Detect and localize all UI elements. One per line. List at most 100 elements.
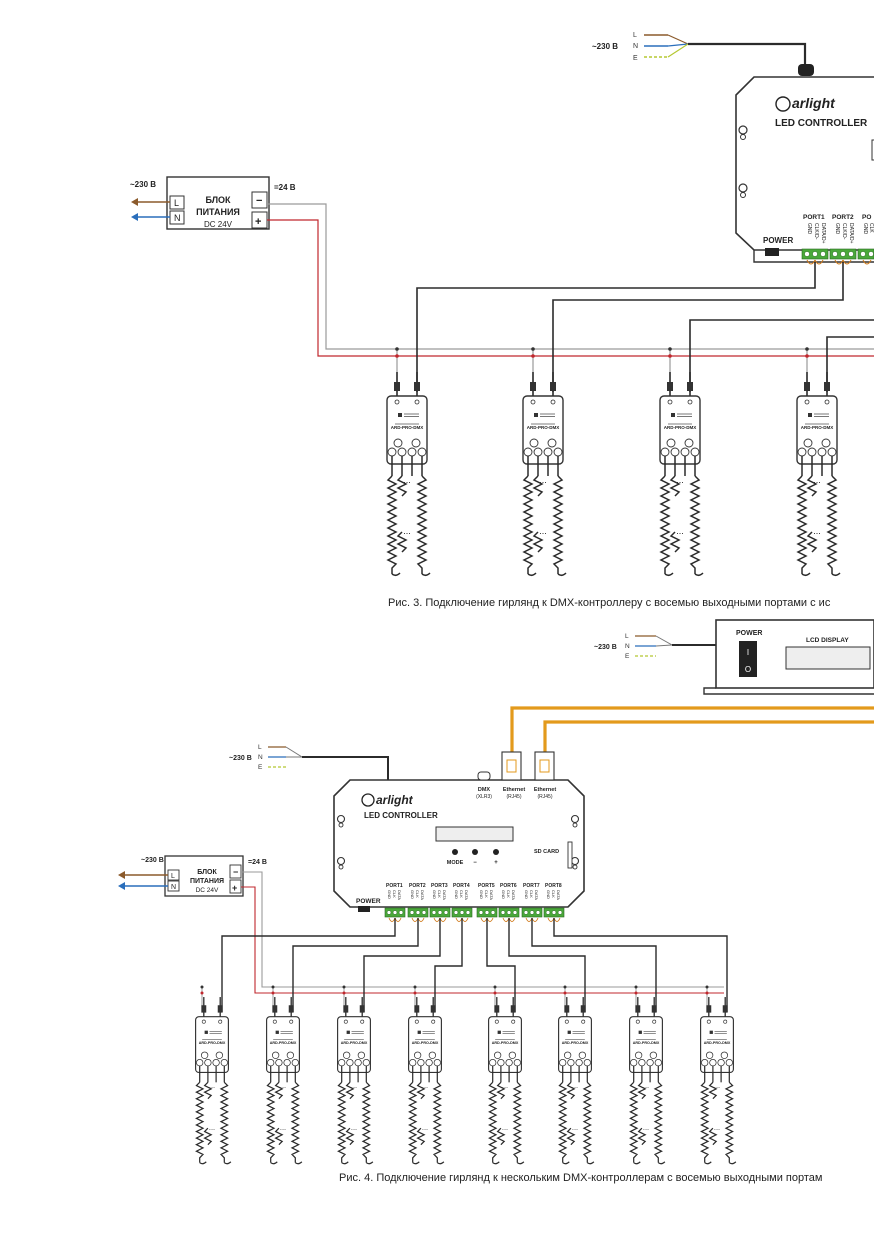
fig4-wire-l: L bbox=[258, 744, 262, 751]
fig4-keyhole-icon bbox=[570, 814, 580, 828]
fig4-ellipsis: ... bbox=[572, 1123, 578, 1132]
fig4-mode-button[interactable] bbox=[452, 849, 458, 855]
fig4-ellipsis: ... bbox=[351, 1123, 357, 1132]
fig3-terminal-block bbox=[857, 248, 874, 260]
fig4-data-lines bbox=[200, 918, 728, 1012]
fig3-port3-pin-gnd: GND bbox=[862, 223, 868, 235]
fig4-switch-on-mark: I bbox=[747, 648, 749, 657]
fig4-ellipsis: ... bbox=[502, 1081, 508, 1090]
fig4-port-pin-label: GND bbox=[387, 890, 392, 899]
fig3-psu-output-label: =24 В bbox=[274, 183, 296, 192]
fig4-keyhole-icon bbox=[336, 814, 346, 828]
fig4-lcd-display bbox=[785, 646, 871, 670]
fig4-ethernet-label-sub: (RJ45) bbox=[537, 794, 552, 800]
fig4-driver-label: ARD-PRO-DMX bbox=[199, 1041, 226, 1045]
fig4-ethernet-label: Ethernet bbox=[534, 787, 556, 793]
fig4-top-wire-n: N bbox=[625, 643, 630, 650]
fig3-driver-label: ARD-PRO-DMX bbox=[527, 425, 560, 430]
fig4-port-pin-label: GND bbox=[524, 890, 529, 899]
fig4-top-wire-e: E bbox=[625, 653, 630, 660]
fig4-brand-logo: arlight bbox=[376, 793, 414, 807]
fig4-port-pin-label: CLK bbox=[459, 890, 464, 898]
fig4-port-pin-label: DATA bbox=[489, 890, 494, 900]
fig4-power-label: POWER bbox=[356, 898, 381, 905]
fig4-ellipsis: ... bbox=[714, 1081, 720, 1090]
fig3-wire-e: E bbox=[633, 55, 638, 62]
fig4-minus-button[interactable] bbox=[472, 849, 478, 855]
fig4-mains-label: ~230 В bbox=[229, 755, 252, 762]
fig4-psu-minus: − bbox=[233, 867, 238, 877]
fig4-dmx-label-sub: (XLR3) bbox=[476, 794, 492, 800]
fig4-top-power-label: POWER bbox=[736, 630, 762, 637]
fig3-logo-icon bbox=[775, 96, 791, 112]
fig3-ellipsis: ... bbox=[403, 526, 411, 536]
fig3-port2-pin-data: DATA/D+ bbox=[848, 223, 854, 244]
fig3-driver-label: ARD-PRO-DMX bbox=[664, 425, 697, 430]
fig4-port-pin-label: GND bbox=[546, 890, 551, 899]
fig4-port-pin-label: GND bbox=[410, 890, 415, 899]
fig4-driver-label: ARD-PRO-DMX bbox=[704, 1041, 731, 1045]
fig3-port1-label: PORT1 bbox=[803, 214, 825, 221]
fig4-dmx-port[interactable] bbox=[477, 771, 491, 781]
fig4-port-pin-label: GND bbox=[479, 890, 484, 899]
fig4-sd-card-slot[interactable] bbox=[567, 841, 573, 869]
fig3-power-label: POWER bbox=[763, 236, 793, 245]
fig4-power-switch[interactable] bbox=[739, 641, 757, 677]
fig4-port-pin-label: GND bbox=[432, 890, 437, 899]
fig4-ellipsis: ... bbox=[714, 1123, 720, 1132]
fig4-driver-label: ARD-PRO-DMX bbox=[492, 1041, 519, 1045]
fig4-port-pin-label: GND bbox=[501, 890, 506, 899]
fig4-ethernet-label-sub: (RJ45) bbox=[506, 794, 521, 800]
fig3-psu-spec: DC 24V bbox=[204, 220, 233, 229]
fig4-port-label: PORT7 bbox=[523, 883, 540, 889]
fig3-mains-label: ~230 В bbox=[592, 42, 618, 51]
fig4-ethernet-label: Ethernet bbox=[503, 787, 525, 793]
fig3-port1-pin-gnd: GND bbox=[806, 223, 812, 235]
fig3-brand-logo: arlight bbox=[792, 95, 836, 111]
fig3-driver: ARD-PRO-DMX ... ... bbox=[659, 371, 704, 577]
fig4-port-pin-label: CLK bbox=[506, 890, 511, 898]
fig4-minus-label: − bbox=[473, 860, 477, 866]
fig4-led-controller: arlight LED CONTROLLER DMX (XLR3) Ethern… bbox=[333, 751, 585, 912]
fig3-psu-plus: + bbox=[255, 216, 261, 228]
fig4-keyhole-icon bbox=[336, 856, 346, 870]
fig4-psu-title-2: ПИТАНИЯ bbox=[190, 878, 224, 885]
fig4-sd-card-label: SD CARD bbox=[534, 849, 559, 855]
fig3-psu-minus: − bbox=[256, 195, 262, 207]
fig3-keyhole-icon bbox=[738, 183, 748, 198]
fig4-plus-label: + bbox=[494, 860, 498, 866]
fig3-ellipsis: ... bbox=[539, 475, 547, 485]
fig3-psu-mains-label: ~230 В bbox=[130, 180, 156, 189]
fig4-dmx-label: DMX bbox=[478, 787, 491, 793]
fig3-wire-n: N bbox=[633, 43, 638, 50]
figure-3: ~230 В L N E arlight LED CONTROLLER POWE… bbox=[130, 32, 874, 609]
fig3-ellipsis: ... bbox=[676, 475, 684, 485]
fig4-driver-label: ARD-PRO-DMX bbox=[412, 1041, 439, 1045]
fig3-wire-l: L bbox=[633, 32, 637, 39]
fig4-driver: ARD-PRO-DMX...... bbox=[407, 996, 445, 1165]
fig4-port-label: PORT5 bbox=[478, 883, 495, 889]
fig3-led-controller: arlight LED CONTROLLER POWER PORT1 PORT2… bbox=[735, 76, 874, 265]
fig3-ellipsis: ... bbox=[403, 475, 411, 485]
fig4-controller-title: LED CONTROLLER bbox=[364, 811, 438, 820]
fig4-wire-n: N bbox=[258, 754, 263, 761]
fig4-mode-label: MODE bbox=[447, 860, 464, 866]
fig4-driver: ARD-PRO-DMX...... bbox=[487, 996, 525, 1165]
fig3-port3-label: PO bbox=[862, 214, 871, 221]
fig4-ellipsis: ... bbox=[280, 1081, 286, 1090]
fig4-port-pin-label: CLK bbox=[392, 890, 397, 898]
fig4-port-label: PORT1 bbox=[386, 883, 403, 889]
fig4-ellipsis: ... bbox=[280, 1123, 286, 1132]
fig4-psu-plus: + bbox=[232, 883, 237, 893]
fig4-driver: ARD-PRO-DMX...... bbox=[194, 996, 232, 1165]
fig4-driver: ARD-PRO-DMX...... bbox=[557, 996, 595, 1165]
fig4-plus-button[interactable] bbox=[493, 849, 499, 855]
fig4-driver-label: ARD-PRO-DMX bbox=[562, 1041, 589, 1045]
fig4-port-pin-label: CLK bbox=[415, 890, 420, 898]
fig4-psu-title-1: БЛОК bbox=[197, 869, 217, 876]
fig3-ellipsis: ... bbox=[813, 475, 821, 485]
fig4-port-label: PORT4 bbox=[453, 883, 470, 889]
fig4-ellipsis: ... bbox=[422, 1123, 428, 1132]
